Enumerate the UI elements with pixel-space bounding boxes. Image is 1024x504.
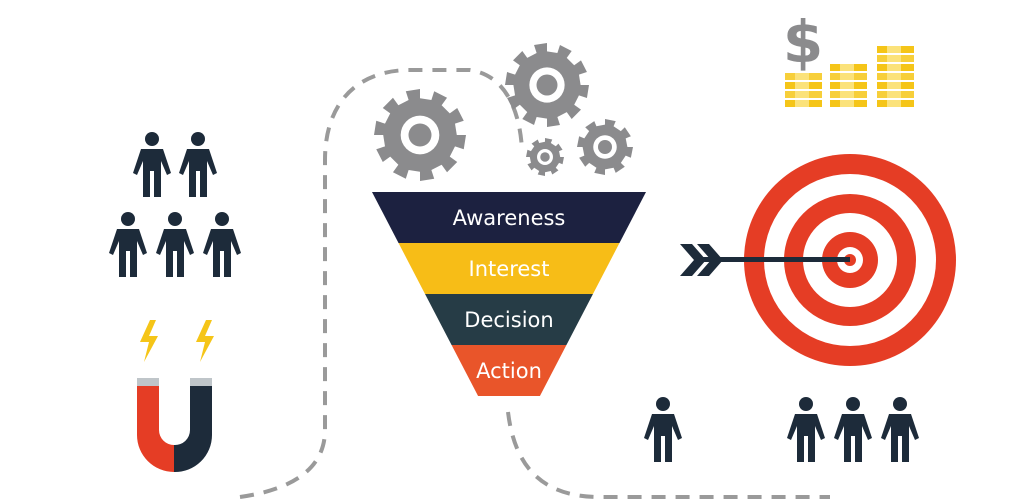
person-icon [834,397,872,462]
funnel-stage-label: Awareness [453,206,566,230]
dollar-icon: $ [783,8,823,76]
funnel-stage-decision [425,294,593,345]
gear-icon [374,89,466,181]
person-icon [179,132,217,197]
arrow-icon [680,244,850,276]
dashed-path-right [506,411,830,499]
funnel-stage-action [451,345,567,396]
person-icon [644,397,682,462]
gear-icon [505,43,589,127]
person-icon [156,212,194,277]
coins-icon: $ [783,8,914,107]
gear-icon [526,138,564,176]
funnel-stage-awareness [372,192,646,243]
person-icon [881,397,919,462]
person-icon [787,397,825,462]
gears-group [374,43,633,181]
people-group-top-left [109,132,241,277]
person-icon [203,212,241,277]
funnel-stage-label: Action [476,359,542,383]
dashed-path-left [239,68,524,499]
person-icon [109,212,147,277]
funnel-stage-label: Decision [464,308,553,332]
lightning-icon [196,320,214,362]
funnel-stage-label: Interest [469,257,550,281]
funnel-stage-interest [398,243,620,294]
lightning-icon [140,320,158,362]
gear-icon [577,119,633,175]
magnet-icon [137,320,214,473]
people-group-bottom-right [644,397,919,462]
person-icon [133,132,171,197]
